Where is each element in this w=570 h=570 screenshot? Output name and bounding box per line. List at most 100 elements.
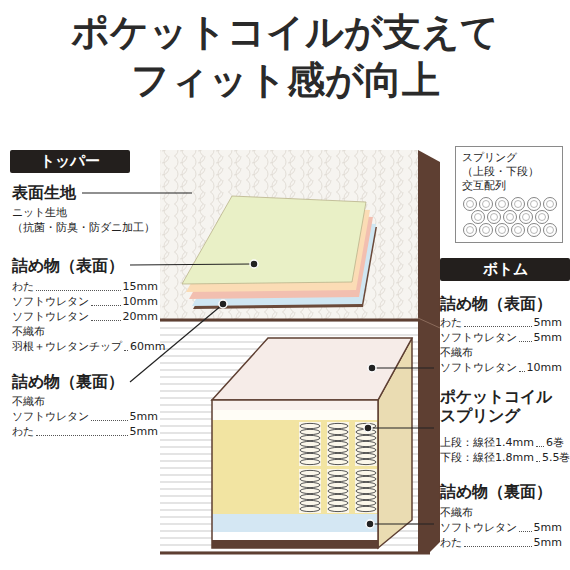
spring-circle-inner [491, 214, 498, 221]
node-text: トッパー [10, 152, 130, 171]
dot-leader [36, 290, 121, 291]
material-name: ソフトウレタン [12, 295, 89, 309]
spec-row: ソフトウレタン 10mm [12, 295, 158, 309]
pocket-coil [327, 422, 349, 466]
spec-row: 下段：線径1.8mm5.5巻 [440, 451, 564, 465]
spring-circle-inner [467, 227, 474, 234]
section-heading: 詰め物（裏面） [12, 372, 124, 391]
section-heading: 詰め物（表面） [12, 256, 124, 275]
topper-bottom-line [160, 319, 418, 322]
spec-row: ソフトウレタン10mm [440, 361, 562, 375]
spec-row: 羽根＋ウレタンチップ60mm [12, 340, 158, 354]
leader-line [368, 427, 434, 428]
node-text: 交互配列 [462, 179, 556, 193]
section-tag: トッパー [10, 150, 130, 173]
material-name: わた [12, 425, 34, 439]
spec-row: 不織布 [440, 346, 562, 360]
leader-dot [364, 424, 372, 432]
material-name: 下段：線径1.8mm [440, 451, 534, 465]
thickness-value: 10mm [123, 295, 158, 309]
spec-row: 上段：線径1.4mm 6巻 [440, 436, 564, 450]
topper-layer-green [182, 196, 366, 284]
bottom-layer-edge [212, 540, 378, 548]
spec-row: 不織布 [440, 506, 562, 520]
dot-leader [91, 305, 121, 306]
heading-text: 表面生地 [12, 183, 76, 202]
heading-text: 詰め物（表面） [12, 256, 124, 275]
thickness-value: 10mm [527, 361, 562, 375]
section-heading: 詰め物（表面） [440, 294, 552, 313]
spec-row: ソフトウレタン 5mm [12, 410, 158, 424]
section-heading: ポケットコイル スプリング [440, 387, 568, 425]
material-name: 上段：線径1.4mm [440, 436, 534, 450]
spring-circle [496, 198, 509, 211]
spring-circle-inner [531, 201, 538, 208]
thickness-value: 5mm [130, 410, 158, 424]
diagram-title: ポケットコイルが支えて フィット感が向上 [0, 8, 570, 104]
topper-surface [160, 150, 418, 320]
dot-leader [536, 461, 540, 462]
dot-leader [124, 350, 128, 351]
spring-circle [528, 224, 541, 237]
spring-circle-inner [483, 201, 490, 208]
material-name: ソフトウレタン [12, 410, 89, 424]
dot-leader [464, 546, 532, 547]
material-name: ソフトウレタン [440, 331, 517, 345]
material-name: ソフトウレタン [440, 521, 517, 535]
spring-circle-inner [499, 201, 506, 208]
spring-circle-inner [539, 214, 546, 221]
leader-line [82, 192, 192, 193]
bottom-side-fabric [160, 320, 418, 553]
note: ニット生地 [12, 206, 67, 220]
bottom-layer-blue [212, 514, 378, 532]
note: （抗菌・防臭・防ダニ加工） [12, 221, 155, 235]
spring-circle [480, 198, 493, 211]
mattress-edge [418, 150, 440, 554]
dot-leader [91, 420, 128, 421]
heading-text: ポケットコイル スプリング [440, 387, 552, 425]
note-text: （抗菌・防臭・防ダニ加工） [12, 221, 155, 234]
heading-text: 詰め物（裏面） [440, 482, 552, 501]
heading-text: 詰め物（表面） [440, 294, 552, 313]
spring-circle-inner [523, 214, 530, 221]
spec-row: 不織布 [12, 395, 158, 409]
pocket-coil [355, 469, 377, 513]
bottom-layer-top [212, 400, 378, 410]
spring-circle [504, 211, 517, 224]
leader-line [370, 523, 434, 524]
leader-line [372, 367, 434, 368]
thickness-value: 5mm [534, 331, 562, 345]
thickness-value: 6巻 [546, 436, 564, 450]
spring-circle [536, 211, 549, 224]
section-tag: ボトム [440, 258, 570, 281]
thickness-value: 5mm [130, 425, 158, 439]
spring-circle-inner [483, 227, 490, 234]
material-name: 不織布 [440, 346, 473, 360]
spring-circle-inner [515, 227, 522, 234]
bottom-layer-cream [212, 410, 378, 420]
heading-text: 詰め物（裏面） [12, 372, 124, 391]
bottom-layer-yellow [212, 420, 378, 514]
bottom-layer-white [212, 532, 378, 540]
node-text: スプリング （上段・下段） [462, 151, 556, 179]
spec-row: 不織布 [12, 325, 158, 339]
pocket-coil [327, 469, 349, 513]
material-name: わた [440, 536, 462, 550]
node-text: ボトム [440, 260, 570, 279]
spring-circle [496, 224, 509, 237]
cut-front-outline [212, 400, 378, 548]
leader-dot [219, 300, 227, 308]
dot-leader [536, 446, 544, 447]
spring-circle-inner [499, 227, 506, 234]
spring-circle [528, 198, 541, 211]
spring-circle-inner [467, 201, 474, 208]
spring-circle [544, 198, 557, 211]
pocket-coil [299, 469, 321, 513]
dot-leader [519, 531, 532, 532]
dot-leader [464, 326, 532, 327]
spring-circle [488, 211, 501, 224]
bottom-line [160, 552, 430, 555]
dot-leader [36, 435, 128, 436]
material-name: 不織布 [12, 395, 45, 409]
dot-leader [519, 371, 525, 372]
